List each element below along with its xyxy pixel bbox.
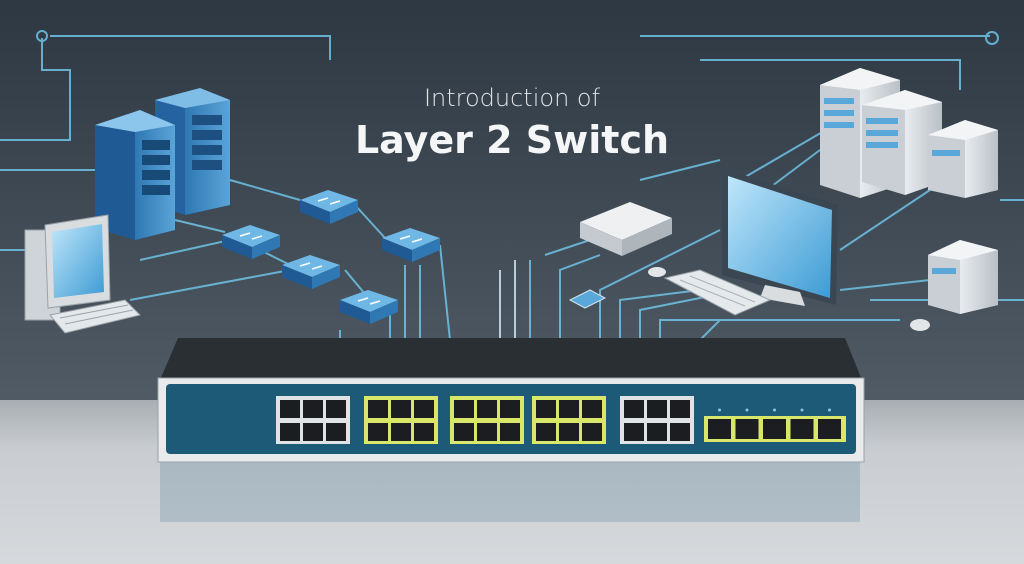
uplink-port[interactable] [735,419,759,439]
ethernet-port[interactable] [280,423,300,441]
uplink-port[interactable] [790,419,814,439]
status-led [718,408,721,412]
ethernet-port[interactable] [368,400,388,418]
ethernet-port[interactable] [536,400,556,418]
ethernet-port[interactable] [670,423,690,441]
port-group [276,396,350,444]
uplink-port[interactable] [763,419,786,439]
ethernet-port[interactable] [477,423,497,441]
port-group [532,396,606,444]
mouse-icon [910,319,930,331]
mini-switches [222,190,440,324]
uplink-port[interactable] [708,419,731,439]
status-led [828,408,831,412]
port-group [364,396,438,444]
ethernet-port[interactable] [326,400,346,418]
mini-switch-icon [382,228,440,262]
port-group [620,396,694,444]
ethernet-port[interactable] [414,400,434,418]
ethernet-port[interactable] [391,423,411,441]
ethernet-port[interactable] [500,400,520,418]
port-groups [276,396,846,444]
ethernet-port[interactable] [624,423,644,441]
switch-reflection [160,462,860,522]
server-small-right [928,240,998,314]
ethernet-port[interactable] [391,400,411,418]
ethernet-port[interactable] [414,423,434,441]
mini-switch-icon [282,255,340,289]
ethernet-port[interactable] [326,423,346,441]
ethernet-port[interactable] [477,400,497,418]
ethernet-port[interactable] [454,400,474,418]
ethernet-port[interactable] [280,400,300,418]
ethernet-port[interactable] [582,400,602,418]
mouse-icon [648,267,666,277]
page-title: Layer 2 Switch [354,118,670,162]
monitor-right [722,168,838,306]
server-tower-right-3 [928,120,998,198]
desktop-computer-left [24,214,141,334]
status-led [773,408,776,412]
keyboard [663,269,772,316]
ethernet-port[interactable] [582,423,602,441]
ethernet-port[interactable] [670,400,690,418]
ethernet-port[interactable] [500,423,520,441]
ethernet-port[interactable] [536,423,556,441]
status-led [800,408,804,412]
uplink-port[interactable] [818,419,841,439]
ethernet-port[interactable] [624,400,644,418]
chip-icon [568,289,607,309]
network-appliance [580,202,672,256]
server-tower-left-front [95,110,175,240]
ethernet-port[interactable] [454,423,474,441]
ethernet-port[interactable] [303,400,323,418]
ethernet-port[interactable] [559,400,579,418]
uplink-ports [704,408,846,442]
mini-switch-icon [300,190,358,224]
layer2-switch [157,338,865,463]
ethernet-port[interactable] [368,423,388,441]
ethernet-port[interactable] [647,423,667,441]
mini-switch-icon [222,225,280,259]
ethernet-port[interactable] [303,423,323,441]
ethernet-port[interactable] [647,400,667,418]
ethernet-port[interactable] [559,423,579,441]
subtitle: Introduction of [423,84,601,112]
status-led [745,408,749,412]
port-group [450,396,524,444]
mini-switch-icon [340,290,398,324]
